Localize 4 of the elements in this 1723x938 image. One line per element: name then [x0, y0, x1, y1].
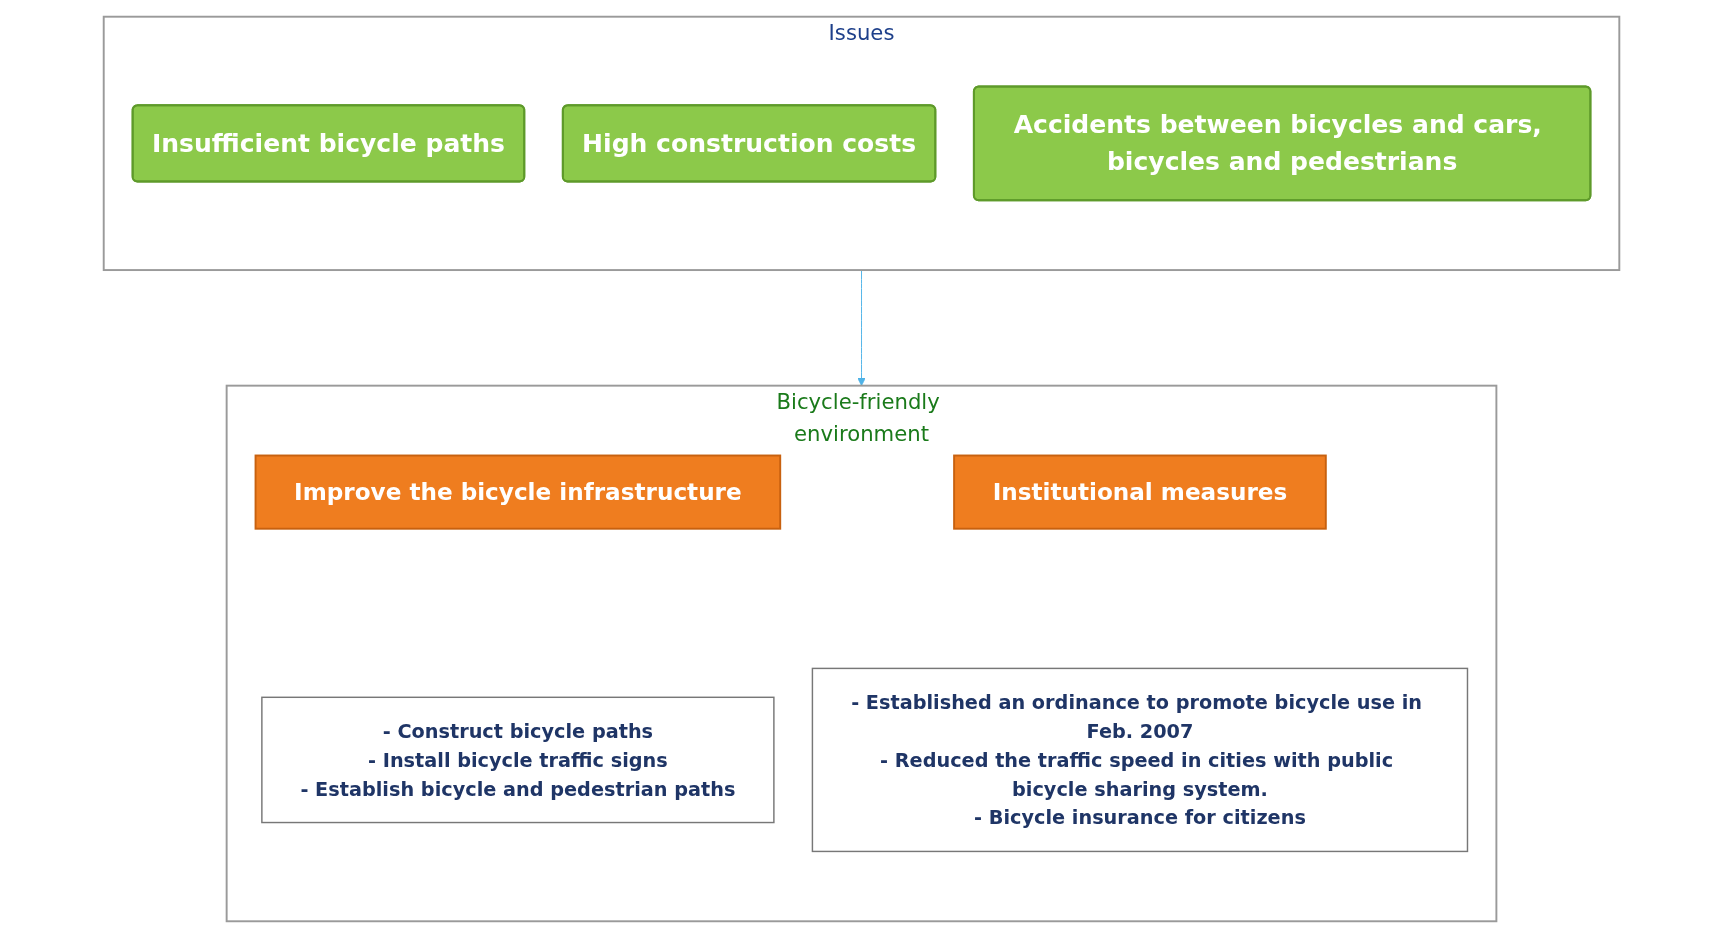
node-box: - Construct bicycle paths - Install bicycle traffic signs - Establish bicycle and pedestrian paths — [261, 696, 775, 824]
node-box: - Established an ordinance to promote bicycle use in Feb. 2007 - Reduced the traffic speed in cities with public bicycle sharing system. - Bicycle insurance for citizens — [811, 667, 1469, 853]
node-box: Improve the bicycle infrastructure — [254, 454, 782, 530]
node-box: Institutional measures — [953, 454, 1327, 530]
